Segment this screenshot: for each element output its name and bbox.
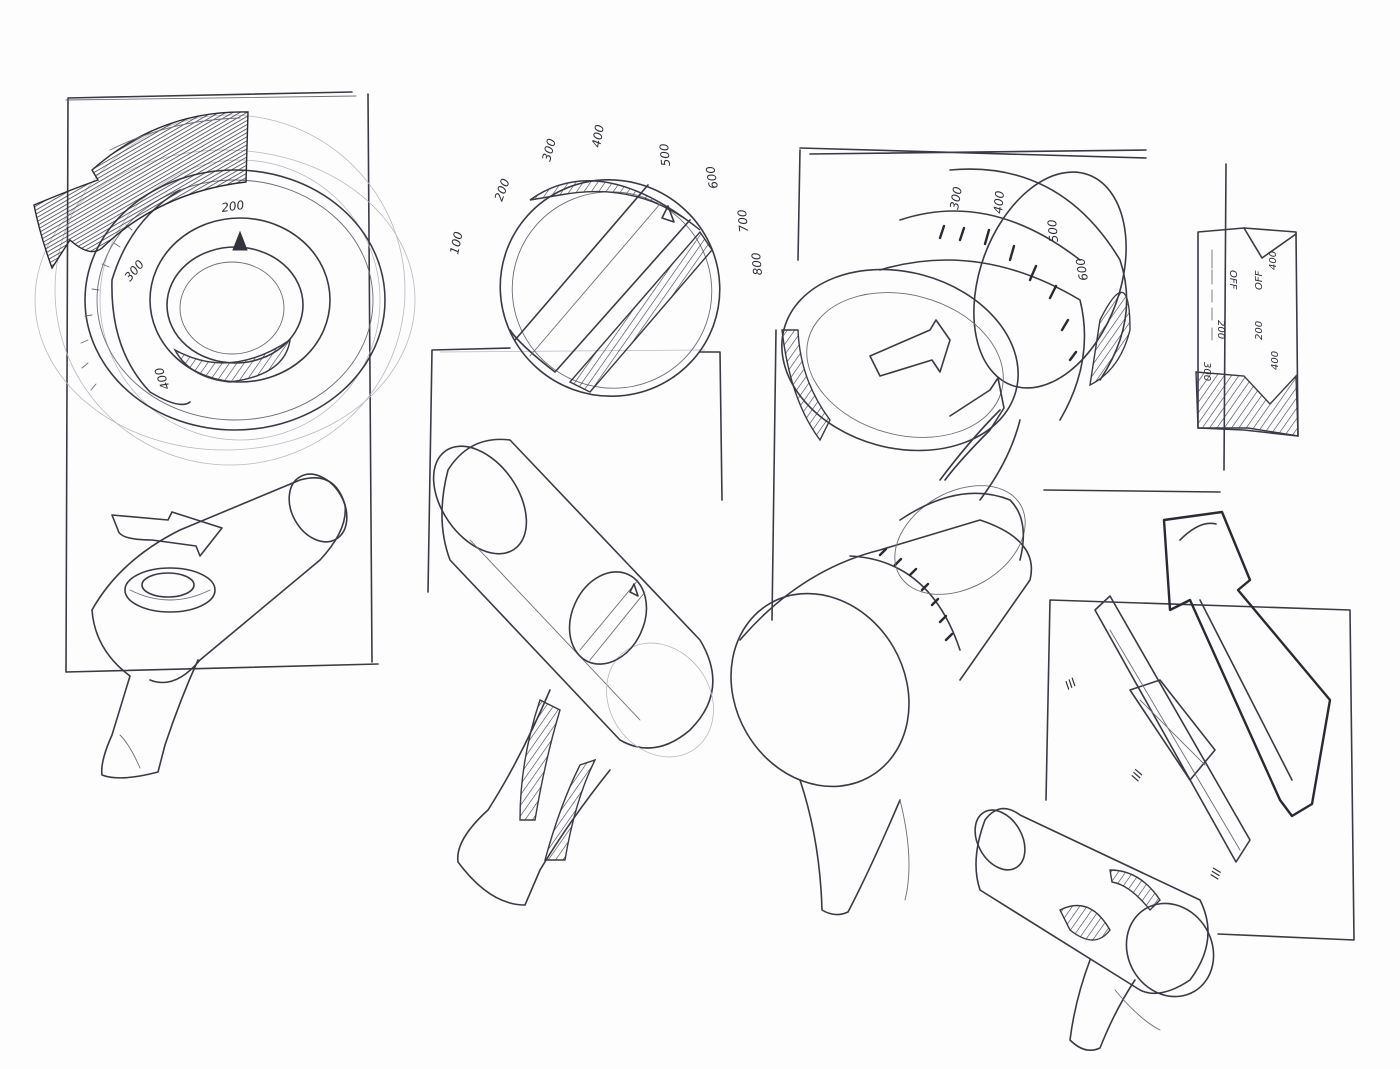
triangle-pointer-icon xyxy=(232,230,248,251)
dial-b-label-5: 500 xyxy=(657,143,673,167)
slider-label-1: OFF xyxy=(1227,270,1238,290)
dial-c-label-3: 500 xyxy=(1045,219,1061,243)
slider-label-6: 200 xyxy=(1254,321,1265,340)
dryer-sketch-b xyxy=(432,438,714,906)
dial-c-label-4: 600 xyxy=(1073,257,1091,282)
dial-c-label-2: 400 xyxy=(991,190,1007,214)
dial-a-label-3: 400 xyxy=(152,365,173,392)
panel-dial-a: 200 300 400 xyxy=(33,91,416,673)
dial-a-label-1: 200 xyxy=(220,198,245,215)
dial-c-label-1: 300 xyxy=(947,185,965,210)
small-knob-pointer-icon xyxy=(629,583,639,597)
double-arrow-icon xyxy=(1162,510,1332,818)
rocker-label-1: III xyxy=(1063,675,1080,693)
slider-label-3: 300 xyxy=(1201,362,1212,381)
rocker-label-2: III xyxy=(1128,767,1146,784)
dial-b-label-2: 200 xyxy=(492,176,513,203)
slider-label-7: 400 xyxy=(1270,351,1281,370)
panel-dial-c: 300 400 500 600 xyxy=(771,147,1227,621)
panel-rocker: III III III xyxy=(1043,489,1355,941)
slider-gauge: OFF 200 300 400 OFF 200 400 xyxy=(1195,227,1299,437)
dial-a-label-2: 300 xyxy=(122,257,148,284)
dial-b-label-7: 700 xyxy=(735,209,751,233)
dryer-sketch-a xyxy=(91,473,348,779)
knurl-marks xyxy=(938,224,1078,362)
dryer-sketch-c xyxy=(730,409,1033,916)
rotate-arrow-icon xyxy=(33,111,249,270)
slider-label-2: 200 xyxy=(1215,320,1226,339)
slider-label-5: OFF xyxy=(1254,270,1265,290)
dial-pointer-icon xyxy=(661,205,675,223)
dial-b-label-6: 600 xyxy=(703,165,721,190)
arrow-icon xyxy=(944,377,1005,481)
slider-label-4: 400 xyxy=(1268,251,1279,270)
dial-b-label-3: 300 xyxy=(539,137,559,163)
dryer-sketch-d xyxy=(974,807,1215,1051)
panel-dial-b: 100 200 300 400 500 600 700 800 xyxy=(427,123,765,593)
arrow-icon xyxy=(869,319,951,377)
dial-b-label-8: 800 xyxy=(749,252,765,276)
dial-b-label-1: 100 xyxy=(447,230,466,256)
rocker-label-3: III xyxy=(1208,866,1225,881)
dial-b-label-4: 400 xyxy=(589,123,607,148)
